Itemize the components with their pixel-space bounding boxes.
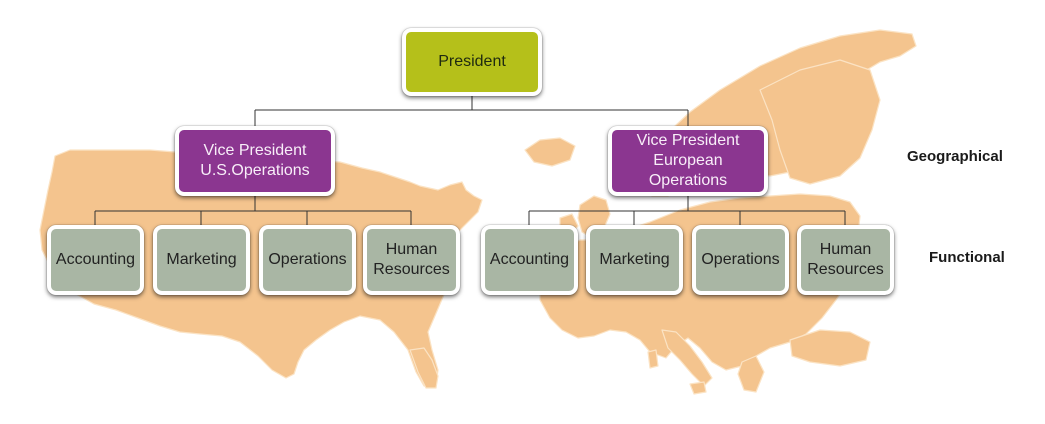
- us-human-resources-box: Human Resources: [363, 225, 460, 295]
- eu-human-resources-box: Human Resources: [797, 225, 894, 295]
- functional-level-label: Functional: [929, 249, 1005, 266]
- eu-accounting-box: Accounting: [481, 225, 578, 295]
- vp-european-operations-box: Vice President European Operations: [608, 126, 768, 196]
- us-accounting-label: Accounting: [55, 251, 136, 268]
- vp-us-operations-label: Vice President U.S.Operations: [200, 142, 310, 179]
- us-marketing-box: Marketing: [153, 225, 250, 295]
- president-label: President: [438, 53, 506, 70]
- us-operations-label: Operations: [268, 251, 347, 268]
- us-operations-box: Operations: [259, 225, 356, 295]
- eu-marketing-box: Marketing: [586, 225, 683, 295]
- eu-human-resources-label: Human Resources: [807, 241, 884, 278]
- us-marketing-label: Marketing: [166, 251, 237, 268]
- vp-us-operations-box: Vice President U.S.Operations: [175, 126, 335, 196]
- eu-accounting-label: Accounting: [489, 251, 570, 268]
- eu-marketing-label: Marketing: [599, 251, 670, 268]
- vp-european-operations-label: Vice President European Operations: [636, 132, 740, 189]
- president-box: President: [402, 28, 542, 96]
- us-accounting-box: Accounting: [47, 225, 144, 295]
- eu-operations-label: Operations: [701, 251, 780, 268]
- eu-operations-box: Operations: [692, 225, 789, 295]
- geographical-level-label: Geographical: [907, 148, 1003, 165]
- connector-lines: [94, 96, 846, 225]
- us-human-resources-label: Human Resources: [373, 241, 450, 278]
- europe-map: [524, 29, 917, 395]
